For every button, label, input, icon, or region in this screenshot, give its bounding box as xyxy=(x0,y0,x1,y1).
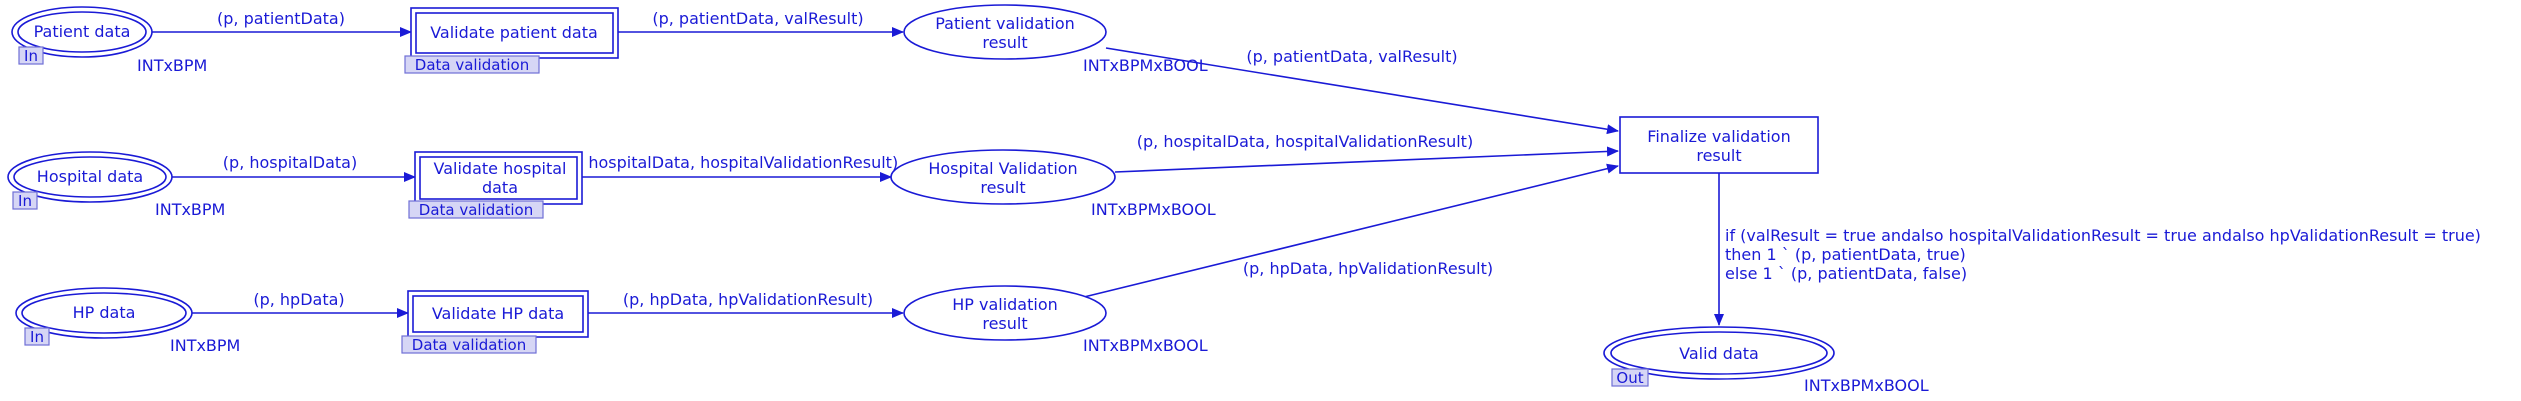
arc-label-hospital-to-finalize: (p, hospitalData, hospitalValidationResu… xyxy=(1137,132,1473,151)
transition-validate-hospital-data[interactable]: Validate hospital data xyxy=(414,151,583,205)
arc-expression-line2: then 1 ` (p, patientData, true) xyxy=(1725,245,1966,264)
arc-label-hospital-data: (p, hospitalData) xyxy=(223,153,357,172)
arc-label-hp-to-finalize: (p, hpData, hpValidationResult) xyxy=(1243,259,1493,278)
place-type: INTxBPMxBOOL xyxy=(1083,336,1208,355)
arc-label-patient-data: (p, patientData) xyxy=(217,9,345,28)
transition-label-line1: Finalize validation xyxy=(1647,127,1790,146)
transition-label: Validate HP data xyxy=(432,304,564,323)
subpage-tag-label: Data validation xyxy=(412,336,526,354)
place-valid-data[interactable]: Valid data xyxy=(1603,326,1835,380)
arc-hospital-result-to-finalize[interactable] xyxy=(1114,146,1619,173)
arc-label-hp-data: (p, hpData) xyxy=(253,290,344,309)
transition-validate-patient-data[interactable]: Validate patient data xyxy=(410,7,619,59)
place-label: Hospital data xyxy=(37,167,143,186)
place-type: INTxBPM xyxy=(155,200,225,219)
place-label-line1: Patient validation xyxy=(935,14,1075,33)
arcs xyxy=(152,27,1724,326)
port-tag-label: In xyxy=(30,328,44,346)
place-hospital-validation-result[interactable]: Hospital Validation result xyxy=(890,149,1116,205)
transition-label-line2: result xyxy=(1696,146,1741,165)
port-tag-label: Out xyxy=(1616,369,1643,387)
transition-label-line1: Validate hospital xyxy=(434,159,567,178)
place-label-line1: HP validation xyxy=(952,295,1058,314)
arc-label-hospital-validate-out: (p, hospitalData, hospitalValidationResu… xyxy=(562,153,898,172)
subpage-tag-label: Data validation xyxy=(419,201,533,219)
arc-expression-finalize-out: if (valResult = true andalso hospitalVal… xyxy=(1725,226,2481,283)
place-label-line2: result xyxy=(982,33,1027,52)
arc-patient-result-to-finalize[interactable] xyxy=(1105,47,1619,135)
arc-expression-line1: if (valResult = true andalso hospitalVal… xyxy=(1725,226,2481,245)
port-tag-in: In xyxy=(24,327,50,346)
place-type: INTxBPMxBOOL xyxy=(1083,56,1208,75)
place-label: Patient data xyxy=(34,22,131,41)
arc-labels: (p, patientData) (p, patientData, valRes… xyxy=(217,9,1493,309)
port-tag-in: In xyxy=(12,191,38,210)
place-label-line2: result xyxy=(982,314,1027,333)
subpage-tag[interactable]: Data validation xyxy=(401,335,537,354)
place-type: INTxBPM xyxy=(137,56,207,75)
port-tag-label: In xyxy=(24,47,38,65)
place-label-line1: Hospital Validation xyxy=(928,159,1077,178)
transition-label-line2: data xyxy=(482,178,518,197)
arc-expression-line3: else 1 ` (p, patientData, false) xyxy=(1725,264,1967,283)
port-tag-in: In xyxy=(18,46,44,65)
subpage-tag[interactable]: Data validation xyxy=(404,55,540,74)
subpage-tag[interactable]: Data validation xyxy=(408,200,544,219)
arc-label-patient-to-finalize: (p, patientData, valResult) xyxy=(1246,47,1457,66)
place-hospital-data[interactable]: Hospital data xyxy=(7,151,173,203)
place-type: INTxBPMxBOOL xyxy=(1804,376,1929,395)
place-hp-validation-result[interactable]: HP validation result xyxy=(903,285,1107,341)
transition-label: Validate patient data xyxy=(430,23,598,42)
port-tag-out: Out xyxy=(1611,368,1649,387)
subpage-tag-label: Data validation xyxy=(415,56,529,74)
place-label-line2: result xyxy=(980,178,1025,197)
place-type: INTxBPMxBOOL xyxy=(1091,200,1216,219)
place-hp-data[interactable]: HP data xyxy=(15,287,193,339)
port-tag-label: In xyxy=(18,192,32,210)
place-patient-validation-result[interactable]: Patient validation result xyxy=(903,4,1107,60)
transition-finalize-validation-result[interactable]: Finalize validation result xyxy=(1619,116,1819,174)
transition-validate-hp-data[interactable]: Validate HP data xyxy=(407,290,589,338)
arc-hp-result-to-finalize[interactable] xyxy=(1083,163,1619,298)
place-label: HP data xyxy=(73,303,136,322)
arc-label-hp-validate-out: (p, hpData, hpValidationResult) xyxy=(623,290,873,309)
place-type: INTxBPM xyxy=(170,336,240,355)
place-label: Valid data xyxy=(1679,344,1759,363)
arc-label-patient-validate-out: (p, patientData, valResult) xyxy=(652,9,863,28)
place-patient-data[interactable]: Patient data xyxy=(11,6,153,58)
